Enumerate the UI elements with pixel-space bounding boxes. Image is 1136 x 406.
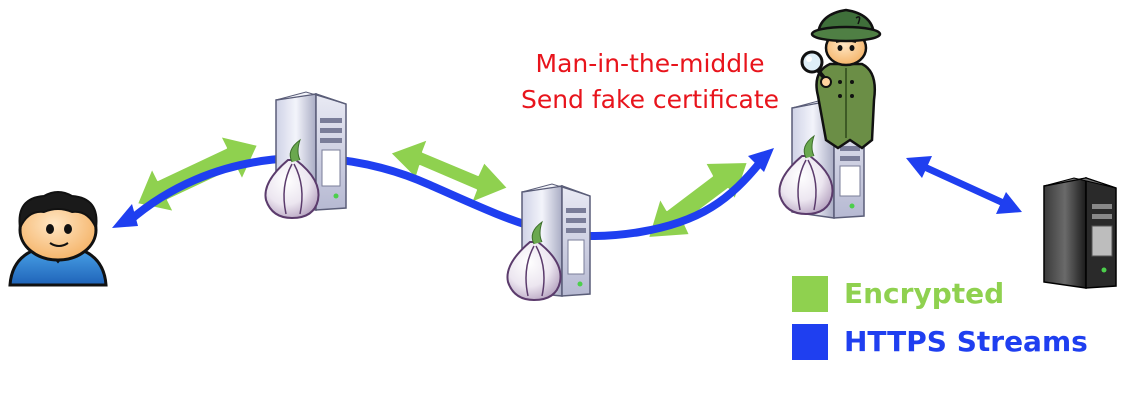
- mitm-annotation: Man-in-the-middle Send fake certificate: [500, 46, 800, 118]
- https-arrowhead-right: [748, 148, 774, 172]
- destination-server-icon: [1043, 176, 1117, 289]
- tor-exit-server-with-spy: [778, 8, 882, 219]
- encrypted-arrow-relay1-relay2: [389, 138, 509, 204]
- https-arrowhead-exit-side: [906, 156, 932, 178]
- legend-label-https: HTTPS Streams: [844, 325, 1088, 358]
- encrypted-arrow-relay2-exit: [647, 161, 749, 239]
- https-arrowhead-destination-side: [996, 192, 1022, 214]
- spy-detective-icon: [800, 8, 882, 150]
- https-arrowhead-left: [112, 204, 138, 228]
- legend-label-encrypted: Encrypted: [844, 277, 1005, 310]
- tor-relay-server-1: [264, 91, 347, 220]
- https-arrow-exit-destination: [914, 160, 1014, 210]
- mitm-annotation-line2: Send fake certificate: [520, 85, 780, 114]
- mitm-annotation-line1: Man-in-the-middle: [535, 49, 765, 78]
- tor-onion-icon: [264, 138, 320, 220]
- tor-onion-icon: [506, 220, 562, 302]
- legend-swatch-encrypted: [792, 276, 828, 312]
- user-avatar-icon: [8, 191, 108, 287]
- tor-relay-server-2: [506, 183, 591, 302]
- tor-onion-icon: [778, 134, 834, 216]
- legend-swatch-https: [792, 324, 828, 360]
- https-stream: [112, 148, 1022, 240]
- https-stream-curve: [124, 153, 766, 240]
